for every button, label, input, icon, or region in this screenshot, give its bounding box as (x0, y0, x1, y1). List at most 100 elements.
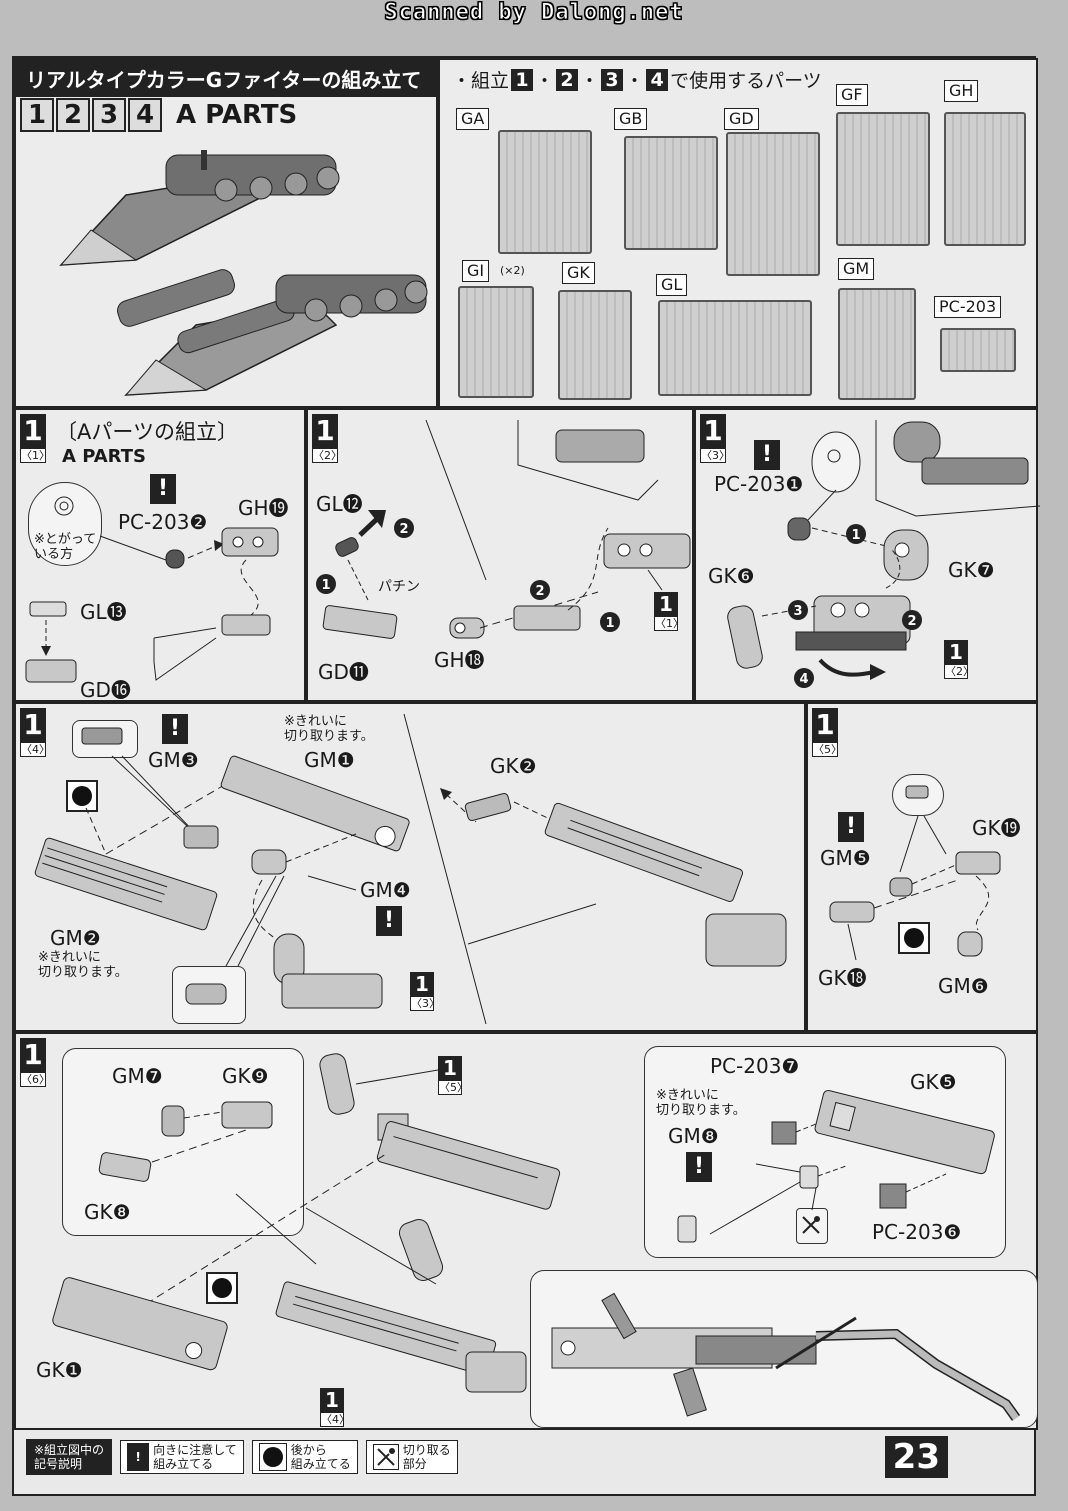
center-assembly-part (376, 1121, 561, 1210)
substep-number: 〈5〉 (812, 742, 842, 757)
legend-item-cut: 切り取る 部分 (365, 1440, 458, 1474)
label-gm7: GM❼ (112, 1064, 163, 1088)
label-gh19: GH⓳ (238, 496, 289, 520)
label-gk18: GK⓲ (818, 966, 867, 990)
gk2-part (464, 793, 512, 821)
gk5-part (814, 1089, 995, 1175)
label-gk19: GK⓳ (972, 816, 1021, 840)
note-cut-clean-bottom: ※きれいに 切り取ります。 (38, 950, 128, 980)
gl13-part (29, 601, 67, 617)
label-pc203-6: PC-203❻ (872, 1220, 962, 1244)
gm5-part (889, 877, 913, 897)
label-gd16: GD⓰ (80, 678, 131, 702)
pc203-7-part (771, 1121, 797, 1145)
step-number-2: 2 (56, 98, 90, 132)
legend-item-back-assembly: 後から 組み立てる (251, 1440, 358, 1474)
dark-base-part (795, 631, 907, 651)
label-gk6: GK❻ (708, 564, 755, 588)
ref-step-number: 1 (944, 640, 968, 664)
svg-text:4: 4 (799, 672, 808, 687)
step-1-5-panel: 1 〈5〉 ! GM❺ GK⓳ GK⓲ GM❻ (806, 702, 1038, 1032)
step-number-1: 1 (20, 98, 54, 132)
label-gm2: GM❷ (50, 926, 101, 950)
gk18-part (829, 901, 875, 923)
caution-icon: ! (754, 440, 780, 470)
runner-label-gi: GI (462, 260, 490, 282)
back-assembly-icon (206, 1272, 238, 1304)
runner-label-gh: GH (944, 80, 979, 102)
gm8-part (799, 1165, 819, 1189)
gl12-part (335, 537, 359, 557)
gm1-part (220, 755, 410, 852)
gm7-part (161, 1105, 185, 1137)
inset-body-part (921, 457, 1029, 485)
separator: ・ (580, 70, 600, 92)
runner-gl (658, 300, 812, 396)
gm-beam-assembly-part (544, 802, 744, 902)
pc203-1-part (787, 517, 811, 541)
gm4-part (251, 849, 287, 875)
gh19-part (221, 527, 279, 557)
scan-banner: Scanned by Dalong.net (384, 0, 684, 26)
fighter-upper-illustration (59, 150, 340, 266)
runner-gk (558, 290, 632, 400)
runner-label-gm: GM (838, 258, 875, 280)
step-1-5-number: 1 〈5〉 (812, 708, 842, 757)
runner-label-gf: GF (836, 84, 868, 106)
runner-label-gb: GB (614, 108, 648, 130)
runner-gi (458, 286, 534, 398)
parts-used-heading: ・組立 1・ 2・ 3・ 4 で使用するパーツ (452, 66, 822, 93)
caution-icon: ! (376, 906, 402, 936)
runner-pc203 (940, 328, 1016, 372)
runner-gm (838, 288, 916, 400)
gd16-part (25, 659, 77, 683)
runner-label-gl: GL (656, 274, 688, 296)
separator: ・ (535, 70, 555, 92)
pc203-part (165, 549, 185, 569)
label-pc203-1: PC-203❶ (714, 472, 804, 496)
ref-substep-number: 〈1〉 (654, 616, 684, 631)
step-number: 1 (812, 708, 838, 742)
back-assembly-icon (898, 922, 930, 954)
arrow-3: 3 (788, 600, 808, 620)
gl-assembly-part (221, 614, 271, 636)
cut-icon (372, 1444, 399, 1470)
instruction-page: リアルタイプカラーGファイターの組み立て 1 2 3 4 A PARTS (12, 56, 1041, 1496)
gd11-part (322, 605, 398, 639)
label-gk5: GK❺ (910, 1070, 957, 1094)
legend-key: ※組立図中の 記号説明 (26, 1439, 113, 1475)
page-number: 23 (884, 1436, 948, 1478)
label-gm4: GM❹ (360, 878, 411, 902)
caution-icon: ! (838, 812, 864, 842)
gk8-part (98, 1152, 152, 1182)
note-cut-clean: ※きれいに 切り取ります。 (656, 1088, 746, 1118)
substep-number: 〈2〉 (312, 448, 342, 463)
cut-icon (802, 1216, 820, 1234)
caution-icon: ! (150, 474, 176, 504)
step-1-1-panel: 1 〈1〉 〔Aパーツの組立〕 A PARTS ! PC-203❷ GH⓳ ※と… (14, 408, 306, 702)
ref-step-1-3: 1 〈3〉 (410, 972, 440, 1011)
back-assembly-icon (66, 780, 98, 812)
step-1-6-panel: 1 〈6〉 GM❼ GK❾ GK❽ GK❶ 1 〈5〉 1 〈4〉 PC-203… (14, 1032, 1038, 1430)
overview-panel: リアルタイプカラーGファイターの組み立て 1 2 3 4 A PARTS (14, 58, 440, 408)
pc203-6-part (879, 1183, 907, 1209)
step-number: 1 (20, 1038, 46, 1072)
inset-arm-part (893, 421, 941, 463)
label-pc203-2: PC-203❷ (118, 510, 208, 534)
step-1-2-panel: 1 〈2〉 GL⓬ GD⓫ GH⓲ パチン 1 〈1〉 1 2 (306, 408, 694, 702)
parts-used-suffix: で使用するパーツ (670, 70, 822, 92)
legend-item-caution: ! 向きに注意して 組み立てる (120, 1440, 244, 1474)
step-1-3-number: 1 〈3〉 (700, 414, 730, 463)
runner-label-pc203: PC-203 (934, 296, 1002, 318)
subassembly-bubble-left (62, 1048, 304, 1236)
label-gk2: GK❷ (490, 754, 537, 778)
parts-used-step-2: 2 (556, 68, 579, 91)
inset-part (555, 429, 645, 463)
runner-gi-count: (×2) (500, 264, 525, 277)
step-1-4-diagram (34, 713, 787, 1025)
label-gk8: GK❽ (84, 1200, 131, 1224)
step-1-4-panel: 1 〈4〉 ! GM❸ ※きれいに 切り取ります。 GM❶ GM❷ ※きれいに … (14, 702, 806, 1032)
substep-number: 〈6〉 (20, 1072, 50, 1087)
label-gl13: GL⓭ (80, 600, 127, 624)
ref-step-number: 1 (438, 1056, 462, 1080)
